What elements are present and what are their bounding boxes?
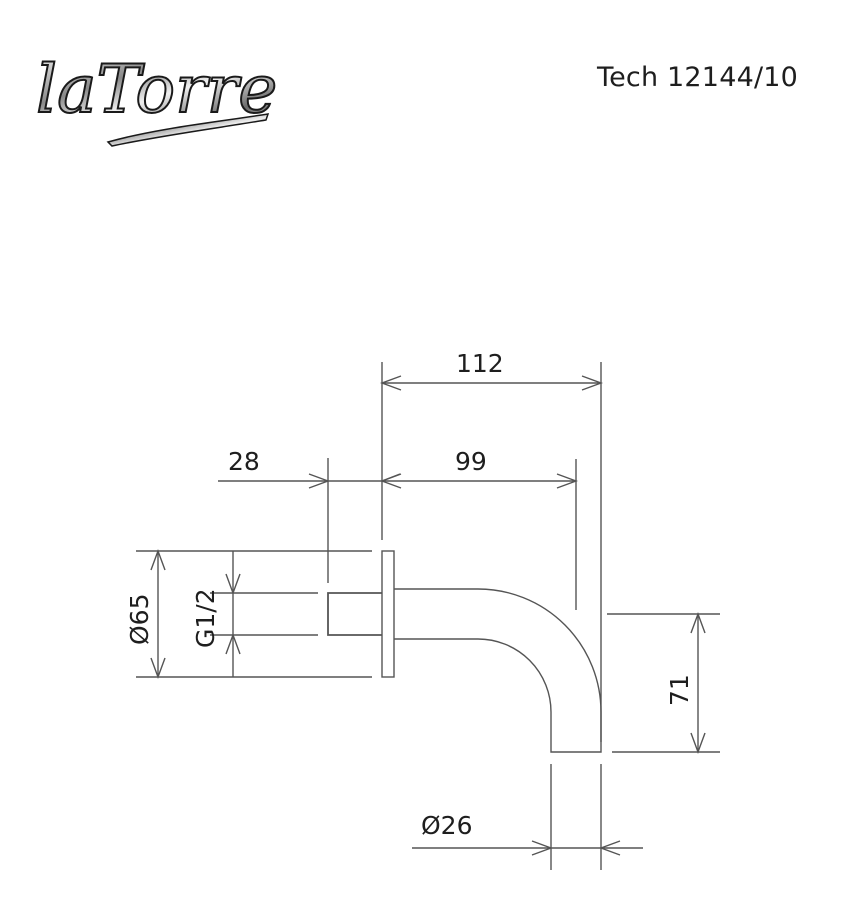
wall-flange bbox=[381, 550, 395, 678]
label-spout-diameter: Ø26 bbox=[421, 811, 473, 840]
dimension-71 bbox=[690, 611, 706, 755]
spout-body bbox=[394, 588, 602, 753]
dimension-spout-diameter bbox=[412, 840, 643, 856]
logo-swoosh bbox=[106, 113, 270, 147]
label-99: 99 bbox=[455, 447, 487, 476]
label-28: 28 bbox=[228, 447, 260, 476]
label-71: 71 bbox=[665, 674, 694, 706]
dimension-28 bbox=[218, 473, 401, 489]
product-code: Tech 12144/10 bbox=[597, 62, 798, 93]
brand-logo: laTorre bbox=[35, 50, 278, 147]
dimension-99 bbox=[379, 473, 579, 489]
label-thread: G1/2 bbox=[191, 588, 220, 648]
label-112: 112 bbox=[456, 349, 504, 378]
dimension-flange-diameter bbox=[150, 548, 166, 680]
dimension-112 bbox=[379, 375, 604, 391]
label-flange-diameter: Ø65 bbox=[125, 594, 154, 646]
dimension-thread bbox=[225, 551, 241, 677]
threaded-inlet bbox=[327, 592, 382, 636]
brand-logo-text: laTorre bbox=[36, 51, 277, 128]
